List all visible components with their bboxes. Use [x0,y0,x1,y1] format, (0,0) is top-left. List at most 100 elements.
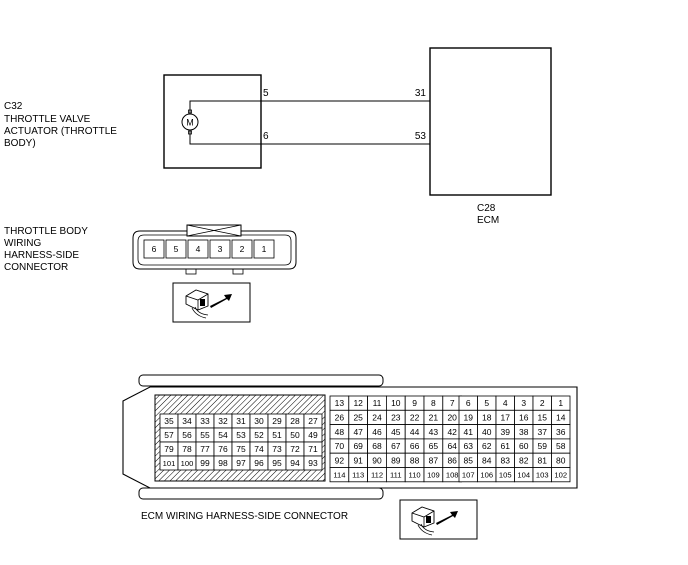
pin-number: 13 [335,398,345,408]
pin-number: 43 [429,427,439,437]
actuator-box [163,74,262,169]
pin-number: 42 [447,427,457,437]
connector-view-arrow-icon [411,506,458,536]
pin-number: 32 [218,416,228,426]
pin-number: 29 [272,416,282,426]
pin-number: 104 [517,471,530,480]
pin-number: 99 [200,458,210,468]
pin-number: 1 [558,398,563,408]
pin-number: 78 [182,444,192,454]
pin-number: 30 [254,416,264,426]
pin-cell [143,239,165,259]
pin-number: 83 [501,455,511,465]
ecm-view-frame [399,499,478,540]
pin-number: 15 [538,412,548,422]
pin-number: 98 [218,458,228,468]
pin-number: 40 [482,427,492,437]
pin-number: 2 [540,398,545,408]
motor-lead-top [189,100,261,113]
pin-number: 113 [352,471,364,480]
pin-number: 103 [536,471,549,480]
pin-number: 100 [181,459,194,468]
pin-number: 53 [236,430,246,440]
pin-number: 76 [218,444,228,454]
pin-number: 49 [308,430,318,440]
pin-number: 80 [556,455,566,465]
pin-number: 74 [254,444,264,454]
pin-number: 68 [372,441,382,451]
pin-number: 6 [152,244,157,254]
pin-number: 37 [538,427,548,437]
ecm-box [429,47,552,196]
actuator-name-line1: THROTTLE VALVE [4,114,91,125]
pin-number: 63 [464,441,474,451]
pin-number: 7 [450,398,455,408]
pin-number: 95 [272,458,282,468]
pin-number: 86 [447,455,457,465]
pin-number: 3 [521,398,526,408]
pin-number: 14 [556,412,566,422]
pin-label-6: 6 [263,131,269,142]
throttle-connector-label-line1: THROTTLE BODY [4,226,88,237]
pin-number: 11 [373,398,382,408]
pin-number: 23 [391,412,401,422]
pin-number: 87 [429,455,439,465]
pin-number: 44 [410,427,420,437]
pin-number: 36 [556,427,566,437]
motor-lead-bottom [189,131,261,145]
pin-number: 70 [335,441,345,451]
actuator-code: C32 [4,101,23,112]
pin-number: 102 [554,471,567,480]
pin-number: 106 [480,471,493,480]
ecm-code: C28 [477,203,496,214]
pin-number: 33 [200,416,210,426]
pin-cell [551,467,571,483]
pin-number: 96 [254,458,264,468]
pin-label-53: 53 [415,131,427,142]
pin-cell [253,239,275,259]
pin-number: 34 [182,416,192,426]
pin-number: 24 [372,412,382,422]
pin-number: 2 [240,244,245,254]
pin-number: 31 [236,416,246,426]
pin-number: 21 [429,412,439,422]
pin-number: 82 [519,455,529,465]
pin-number: 59 [538,441,548,451]
pin-number: 61 [501,441,511,451]
pin-number: 5 [484,398,489,408]
throttle-view-frame [172,282,251,323]
pin-number: 47 [353,427,363,437]
pin-number: 4 [196,244,201,254]
actuator-name-line3: BODY) [4,138,36,149]
pin-number: 89 [391,455,401,465]
pin-number: 101 [163,459,176,468]
pin-number: 91 [353,455,363,465]
pin-number: 19 [464,412,474,422]
pin-number: 38 [519,427,529,437]
pin-number: 67 [391,441,401,451]
pin-number: 27 [308,416,318,426]
pin-number: 114 [333,471,345,480]
pin-number: 9 [412,398,417,408]
ecm-name: ECM [477,215,499,226]
pin-number: 65 [429,441,439,451]
pin-cell [187,239,209,259]
pin-number: 8 [431,398,436,408]
pin-number: 10 [391,398,401,408]
pin-number: 85 [464,455,474,465]
pin-number: 56 [182,430,192,440]
motor-icon: M [181,109,199,135]
pin-number: 3 [218,244,223,254]
pin-number: 20 [447,412,457,422]
pin-number: 35 [164,416,174,426]
pin-number: 26 [335,412,345,422]
pin-number: 109 [427,471,440,480]
pin-number: 48 [335,427,345,437]
throttle-connector-label-line3: HARNESS-SIDE [4,250,79,261]
pin-number: 58 [556,441,566,451]
pin-number: 107 [462,471,475,480]
pin-cell [303,455,323,471]
pin-number: 97 [236,458,246,468]
pin-label-5: 5 [263,88,269,99]
pin-number: 46 [372,427,382,437]
